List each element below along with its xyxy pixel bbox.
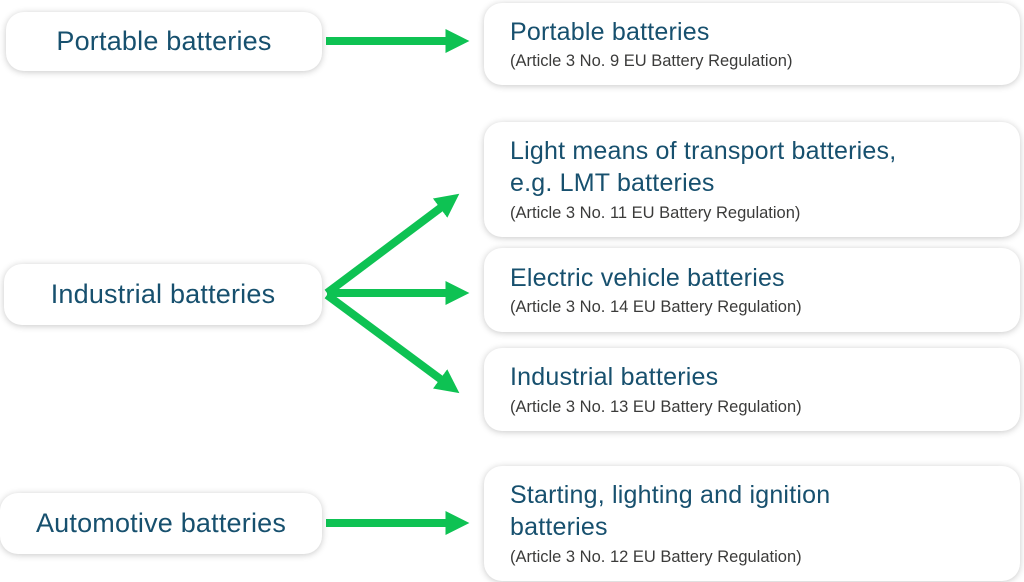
node-industrial-batteries: Industrial batteries [4,264,322,325]
card-title: Electric vehicle batteries [510,263,785,292]
card-subtitle: (Article 3 No. 12 EU Battery Regulation) [510,547,802,566]
card-lmt-batteries: Light means of transport batteries, e.g.… [484,122,1020,237]
card-starting-lighting-ignition-batteries: Starting, lighting and ignition batterie… [484,466,1020,581]
card-portable-batteries: Portable batteries (Article 3 No. 9 EU B… [484,3,1020,85]
card-subtitle: (Article 3 No. 9 EU Battery Regulation) [510,52,793,71]
node-portable-batteries: Portable batteries [6,12,322,71]
card-title: Light means of transport batteries, e.g.… [510,136,897,198]
arrow-industrial-lmt [324,193,460,297]
node-automotive-batteries: Automotive batteries [0,493,322,554]
card-subtitle: (Article 3 No. 11 EU Battery Regulation) [510,203,801,222]
card-title: Starting, lighting and ignition batterie… [510,480,831,542]
card-industrial-batteries: Industrial batteries (Article 3 No. 13 E… [484,348,1020,431]
arrow-industrial-industrial [324,291,460,394]
card-title: Portable batteries [510,17,710,46]
card-electric-vehicle-batteries: Electric vehicle batteries (Article 3 No… [484,248,1020,332]
card-title: Industrial batteries [510,363,719,392]
card-subtitle: (Article 3 No. 13 EU Battery Regulation) [510,397,802,416]
card-subtitle: (Article 3 No. 14 EU Battery Regulation) [510,298,802,317]
